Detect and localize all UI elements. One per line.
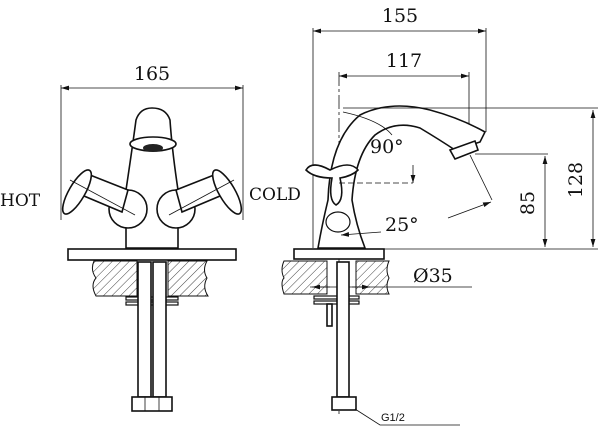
aerator (448, 139, 479, 160)
front-view: 165 HOT COLD (0, 63, 301, 412)
cartridge (325, 211, 351, 233)
overall-depth-label: 155 (382, 5, 418, 27)
hole-diameter-label: Ø35 (413, 265, 453, 287)
connection-leader (354, 408, 460, 426)
width-dimension-label: 165 (134, 63, 170, 85)
cold-supply-hose (152, 261, 167, 398)
cold-handle[interactable] (168, 166, 246, 217)
swivel-angle-bottom-label: 25° (385, 214, 419, 236)
base-plate (293, 248, 385, 260)
base-plate (67, 248, 237, 261)
countertop-section-left (91, 260, 138, 297)
aerator-outlet (143, 144, 163, 152)
overall-height-label: 128 (565, 162, 587, 198)
supply-hose (336, 261, 350, 398)
spout-reach-label: 117 (386, 50, 422, 72)
hot-handle[interactable] (58, 166, 136, 217)
mounting-stud (326, 303, 333, 327)
countertop-section-right (355, 260, 390, 295)
spout-height-label: 85 (517, 191, 539, 215)
side-view: 155 117 90° 25° 128 85 (281, 5, 598, 426)
swivel-angle-top-label: 90° (370, 136, 404, 158)
hose-nut (331, 396, 357, 411)
hose-nut (131, 396, 173, 412)
handle-lever[interactable] (304, 164, 360, 206)
countertop-section-left (281, 260, 328, 295)
spout (317, 105, 487, 249)
swivel-arc (342, 111, 393, 136)
countertop-section-right (167, 260, 209, 297)
hot-supply-hose (137, 261, 152, 398)
washer (125, 296, 179, 301)
connection-label: G1/2 (381, 412, 405, 424)
hot-label: HOT (0, 191, 41, 211)
washer (125, 301, 179, 306)
cold-label: COLD (249, 185, 301, 205)
